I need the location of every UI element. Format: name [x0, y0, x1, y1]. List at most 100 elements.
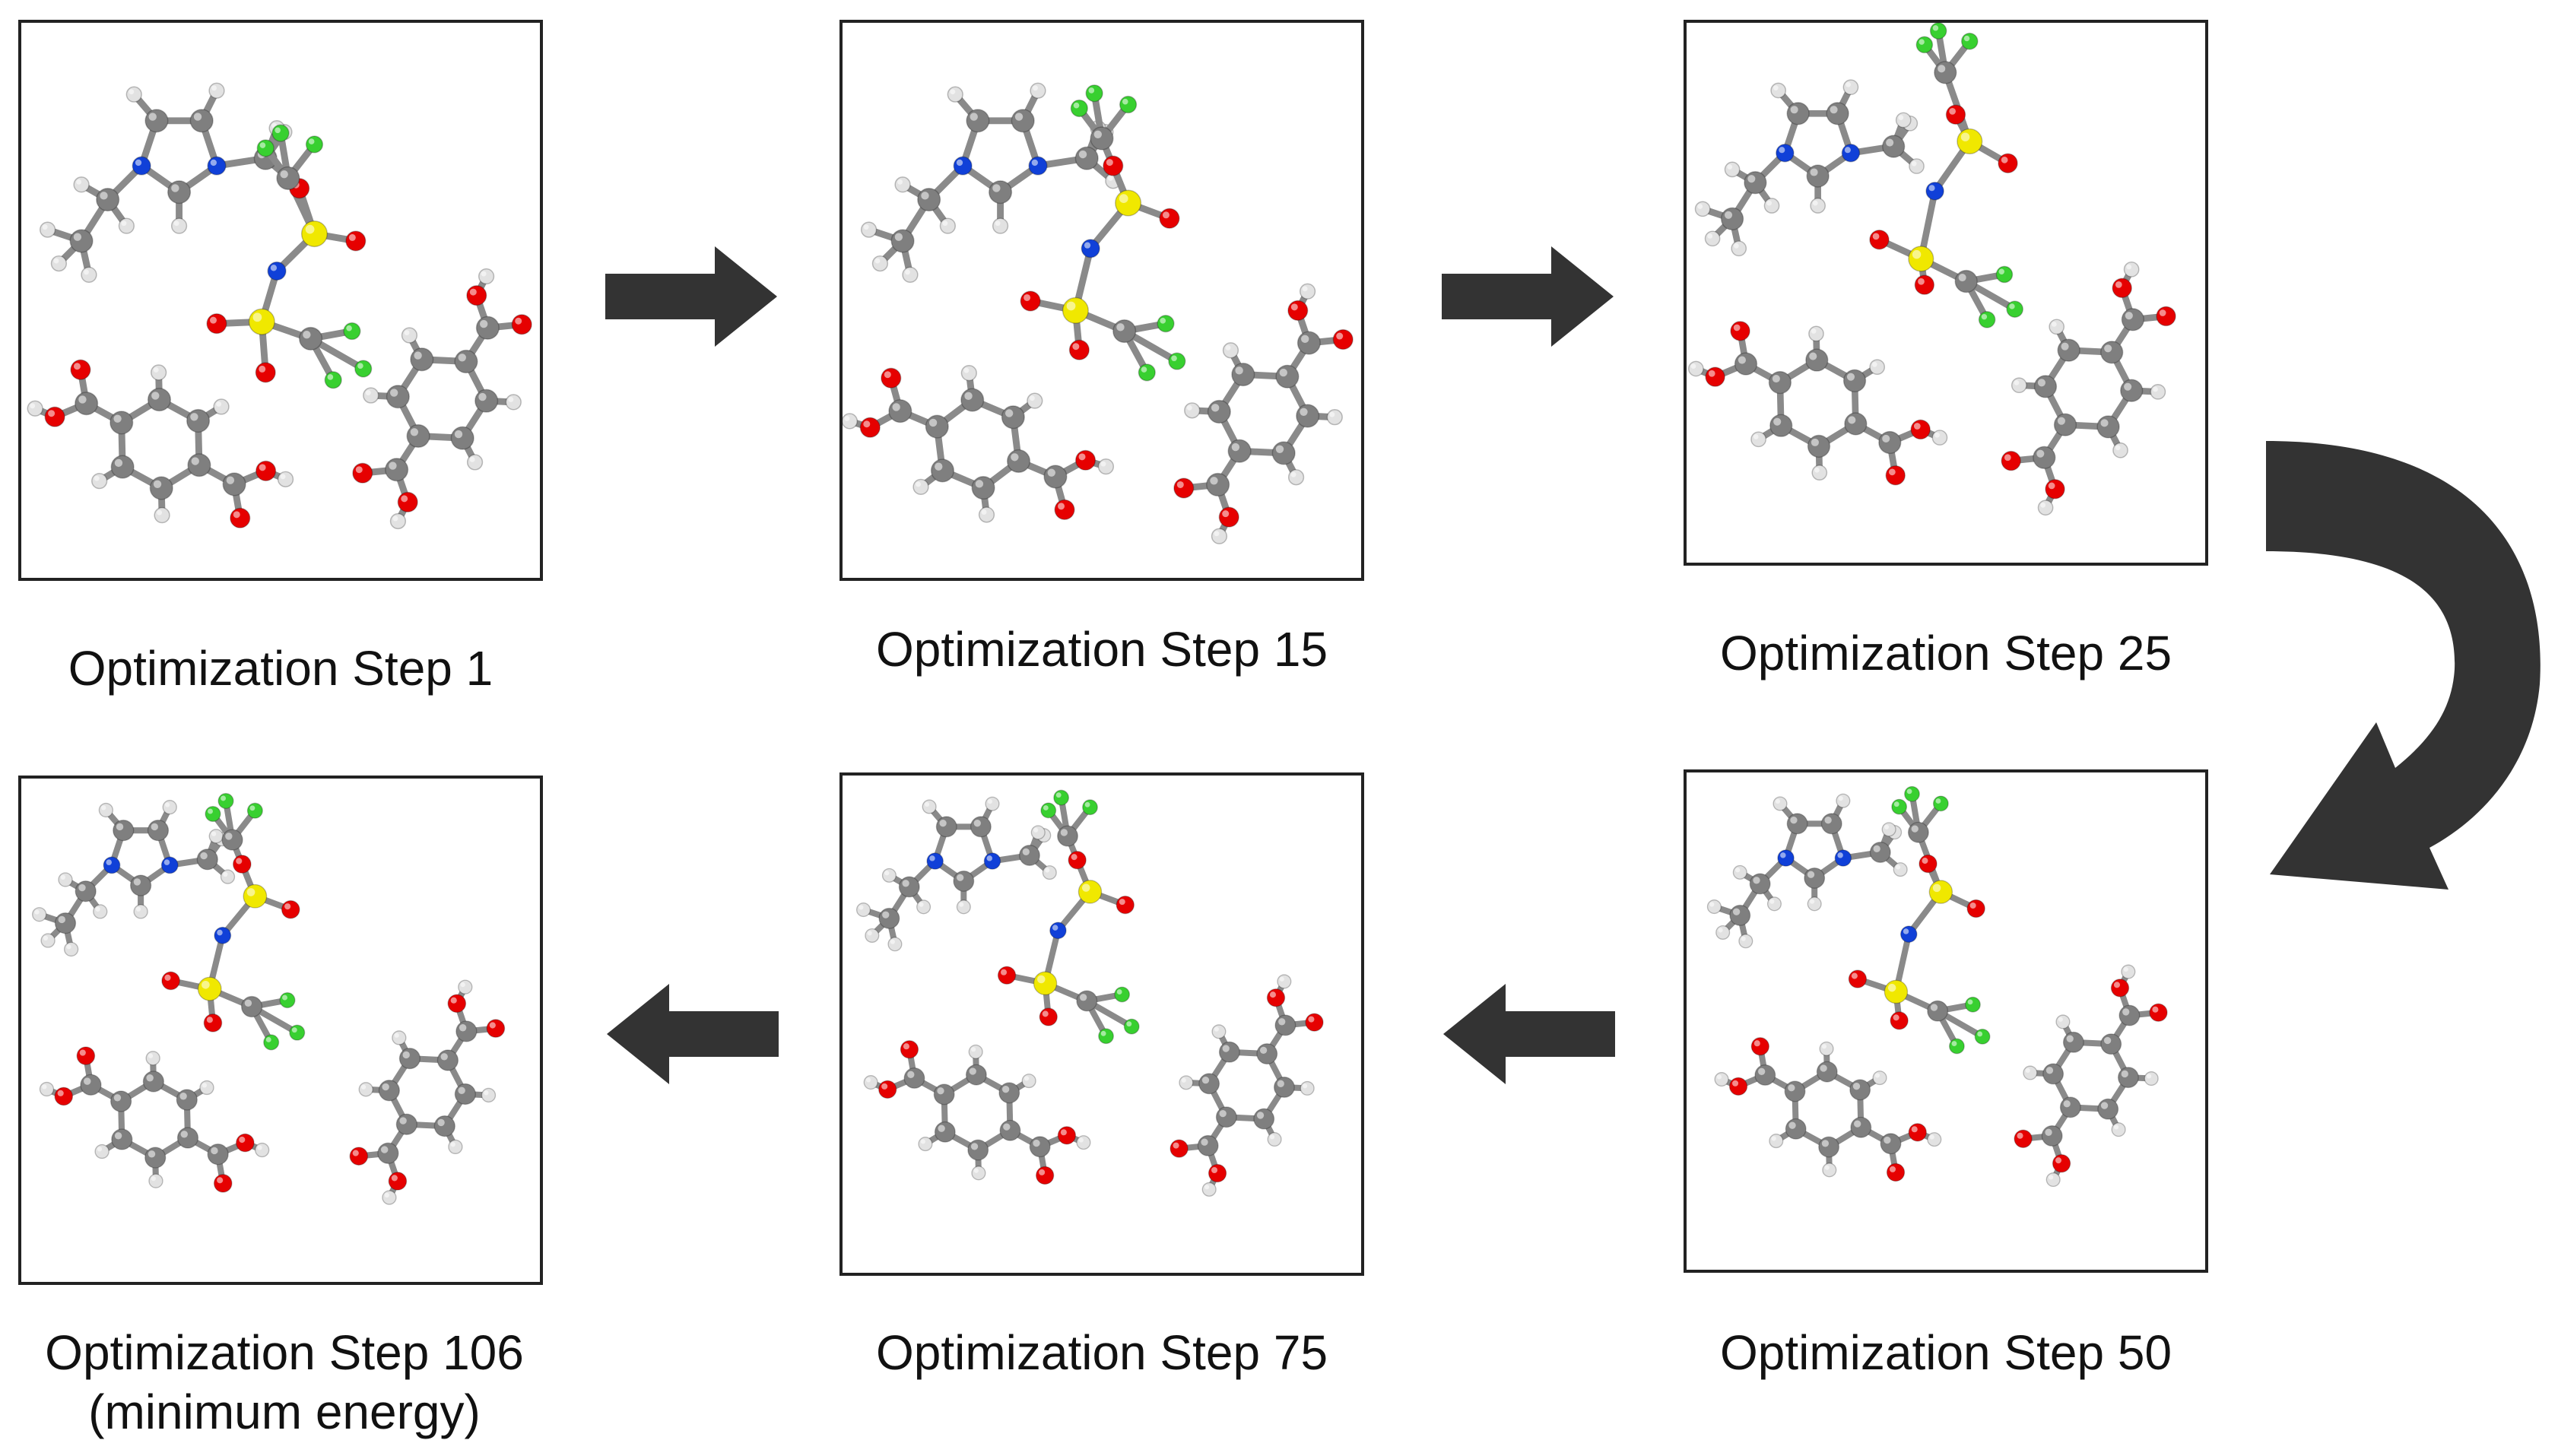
molecule-scene-step-15-acid-1-carbon-atom-4 [960, 388, 985, 412]
caption-step-15: Optimization Step 15 [875, 622, 1328, 677]
molecule-scene-step-106-acid-1-hydrogen-atom-13 [255, 1142, 270, 1158]
molecule-scene-step-1-acid-1-oxygen-atom-11 [230, 507, 251, 528]
molecule-scene-step-25-acid-1-oxygen-atom-15 [1730, 321, 1750, 341]
molecule-scene-step-1-acid-1-hydrogen-atom-17 [27, 400, 43, 417]
molecule-scene-step-1-cation-hydrogen-atom-9 [208, 82, 225, 99]
molecule-scene-step-106-acid-1-oxygen-atom-16 [54, 1086, 74, 1106]
molecule-scene-step-75-anion-oxygen-atom-3 [1116, 895, 1135, 915]
molecule-scene-step-1-acid-1-hydrogen-atom-8 [151, 364, 167, 381]
molecule-scene-step-75-cation-carbon-atom-7 [1019, 845, 1040, 866]
molecule-scene-step-15-cation-hydrogen-atom-13 [860, 221, 878, 238]
molecule-scene-step-50-acid-2-oxygen-atom-11 [2149, 1003, 2168, 1022]
molecule-scene-step-25-acid-2-oxygen-atom-15 [2001, 450, 2021, 471]
molecule-scene-step-15-acid-2-carbon-atom-0 [1275, 364, 1300, 389]
molecule-scene-step-1-acid-1-carbon-atom-1 [149, 476, 173, 500]
molecule-scene-step-50-cation-hydrogen-atom-18 [1881, 822, 1896, 837]
molecule-scene-step-1-anion-oxygen-atom-3 [345, 230, 367, 252]
molecule-scene-step-15-cation-hydrogen-atom-8 [947, 86, 963, 103]
molecule-scene-step-15-anion-oxygen-atom-5 [1020, 290, 1041, 312]
molecule-scene-step-106-acid-2-oxygen-atom-15 [349, 1147, 369, 1166]
molecule-scene-step-50-acid-1-carbon-atom-14 [1754, 1064, 1776, 1086]
molecule-scene-step-25-acid-1-hydrogen-atom-13 [1931, 430, 1948, 446]
molecule-scene-step-1-acid-2-carbon-atom-0 [454, 349, 478, 374]
molecule-scene-step-75-cation-nitrogen-atom-0 [926, 852, 944, 870]
molecule-scene-step-25-acid-1-oxygen-atom-12 [1910, 419, 1931, 440]
molecule-scene-step-106-acid-2-carbon-atom-4 [378, 1080, 400, 1102]
molecule-scene-step-15-cation-hydrogen-atom-12 [939, 217, 957, 234]
molecule-scene-step-106-acid-1-oxygen-atom-12 [236, 1133, 255, 1153]
molecule-scene-step-15-acid-2-hydrogen-atom-17 [1211, 528, 1228, 544]
molecule-scene-step-1-cation-carbon-atom-2 [189, 109, 214, 133]
molecule-scene-step-15-acid-1-oxygen-atom-16 [859, 417, 881, 438]
molecule-scene-step-75-acid-2-hydrogen-atom-9 [1211, 1024, 1227, 1039]
molecule-scene-step-25-acid-2-oxygen-atom-16 [2045, 479, 2065, 500]
panel-step-106 [18, 776, 543, 1285]
molecule-scene-step-75-cation-hydrogen-atom-10 [956, 899, 971, 915]
molecule-scene-step-15-acid-2-carbon-atom-4 [1207, 399, 1231, 424]
molecule-scene-step-15-anion-sulfur-atom-1 [1115, 189, 1142, 217]
molecule-scene-step-15-acid-1-carbon-atom-1 [971, 475, 995, 500]
molecule-scene-step-106-acid-2-hydrogen-atom-9 [392, 1030, 407, 1045]
molecule-scene-step-75-cation-nitrogen-atom-3 [983, 852, 1001, 870]
molecule-scene-step-25-acid-2-carbon-atom-4 [2033, 375, 2058, 398]
molecule-scene-step-15-anion-fluorine-atom-10 [1119, 95, 1138, 114]
molecule-scene-step-75-anion-oxygen-atom-5 [997, 966, 1017, 985]
molecule-scene-step-25-acid-2-hydrogen-atom-13 [2123, 261, 2140, 278]
molecule-scene-step-50-cation-carbon-atom-5 [1749, 873, 1771, 895]
molecule-scene-step-15-cation-nitrogen-atom-3 [1028, 156, 1048, 176]
arrow-right-2 [1442, 246, 1614, 347]
molecule-scene-step-1-acid-1-carbon-atom-10 [222, 472, 246, 496]
molecule-scene-step-75-anion-sulfur-atom-2 [1033, 971, 1058, 996]
molecule-scene-step-50-acid-2-carbon-atom-2 [2097, 1098, 2119, 1120]
molecule-scene-step-50-acid-1-hydrogen-atom-8 [1819, 1041, 1834, 1056]
molecule-scene-step-106-cation-hydrogen-atom-13 [32, 907, 47, 922]
molecule-scene-step-75-acid-1-carbon-atom-14 [903, 1067, 925, 1089]
molecule-scene-step-25-cation-carbon-atom-5 [1744, 171, 1767, 195]
molecule-scene-step-15-acid-2-hydrogen-atom-13 [1299, 283, 1316, 300]
molecule-scene-step-25-cation-carbon-atom-4 [1806, 164, 1830, 188]
molecule-scene-step-75-cation-hydrogen-atom-12 [916, 899, 931, 915]
molecule-scene-step-25-cation-nitrogen-atom-3 [1841, 143, 1861, 163]
molecule-scene-step-106-acid-2-hydrogen-atom-8 [358, 1082, 373, 1097]
molecule-scene-step-1-anion-fluorine-atom-10 [305, 135, 324, 154]
molecule-scene-step-75-cation-carbon-atom-1 [935, 816, 957, 838]
molecule-scene-step-15-acid-2-carbon-atom-2 [1271, 441, 1296, 465]
molecule-scene-step-106-cation-carbon-atom-6 [54, 912, 77, 934]
molecule-scene-step-75-cation-hydrogen-atom-17 [1042, 865, 1057, 880]
caption-step-106-sublabel: (minimum energy) [88, 1385, 481, 1439]
molecule-scene-step-106-cation-hydrogen-atom-18 [208, 829, 224, 844]
molecule-scene-step-50-cation-hydrogen-atom-14 [1738, 934, 1753, 949]
molecule-scene-step-15-acid-1-carbon-atom-2 [930, 458, 955, 483]
molecule-scene-step-50-anion-oxygen-atom-3 [1966, 899, 1985, 918]
molecule-scene-step-25-acid-1-carbon-atom-1 [1807, 434, 1831, 458]
molecule-scene-step-75-acid-2-carbon-atom-2 [1253, 1108, 1275, 1130]
molecule-scene-step-25-anion-sulfur-atom-1 [1957, 128, 1983, 155]
molecule-scene-step-106-anion-carbon-atom-8 [240, 995, 263, 1018]
molecule-scene-step-1-acid-2-carbon-atom-1 [474, 389, 499, 413]
molecule-scene-step-106-acid-1-carbon-atom-0 [176, 1127, 199, 1149]
molecule-scene-step-1-acid-1-carbon-atom-5 [186, 408, 211, 433]
molecule-scene-step-1-acid-2-carbon-atom-4 [386, 385, 410, 409]
molecule-scene-step-1-acid-1-carbon-atom-14 [75, 392, 99, 416]
molecule-scene-step-75-anion-fluorine-atom-13 [1098, 1028, 1114, 1045]
molecule-scene-step-25-acid-1-hydrogen-atom-17 [1687, 360, 1704, 377]
molecule-scene-step-25-anion-carbon-atom-8 [1954, 269, 1978, 293]
molecule-scene-step-106-anion-fluorine-atom-11 [217, 792, 234, 809]
molecule-scene-step-106-anion-fluorine-atom-9 [205, 805, 221, 823]
molecule-scene-step-15-acid-1-oxygen-atom-11 [1054, 499, 1075, 520]
molecule-scene-step-15-acid-1-oxygen-atom-12 [1074, 449, 1097, 471]
molecule-scene-step-25-anion-sulfur-atom-2 [1908, 246, 1934, 272]
molecule-scene-step-50-cation-nitrogen-atom-3 [1834, 849, 1852, 867]
molecule-scene-step-25-acid-2-hydrogen-atom-8 [2011, 377, 2027, 394]
molecule-scene-step-25-acid-2-hydrogen-atom-9 [2049, 319, 2065, 335]
molecule-scene-step-50-cation-carbon-atom-6 [1729, 904, 1751, 926]
molecule-scene-step-75-acid-1-carbon-atom-2 [934, 1121, 956, 1143]
molecule-scene-step-106-anion-oxygen-atom-6 [203, 1013, 223, 1033]
molecule-scene-step-106-acid-1-carbon-atom-1 [144, 1147, 167, 1169]
molecule-scene-step-50-anion-fluorine-atom-14 [1974, 1028, 1991, 1045]
molecule-scene-step-50-acid-1-oxygen-atom-12 [1908, 1123, 1927, 1142]
molecule-scene-step-1-cation-carbon-atom-4 [167, 180, 192, 205]
molecule-scene-step-25-cation-hydrogen-atom-12 [1763, 198, 1780, 214]
molecule-scene-step-15-acid-2-hydrogen-atom-6 [1326, 409, 1343, 426]
molecule-scene-step-15-acid-1-hydrogen-atom-17 [843, 413, 858, 430]
